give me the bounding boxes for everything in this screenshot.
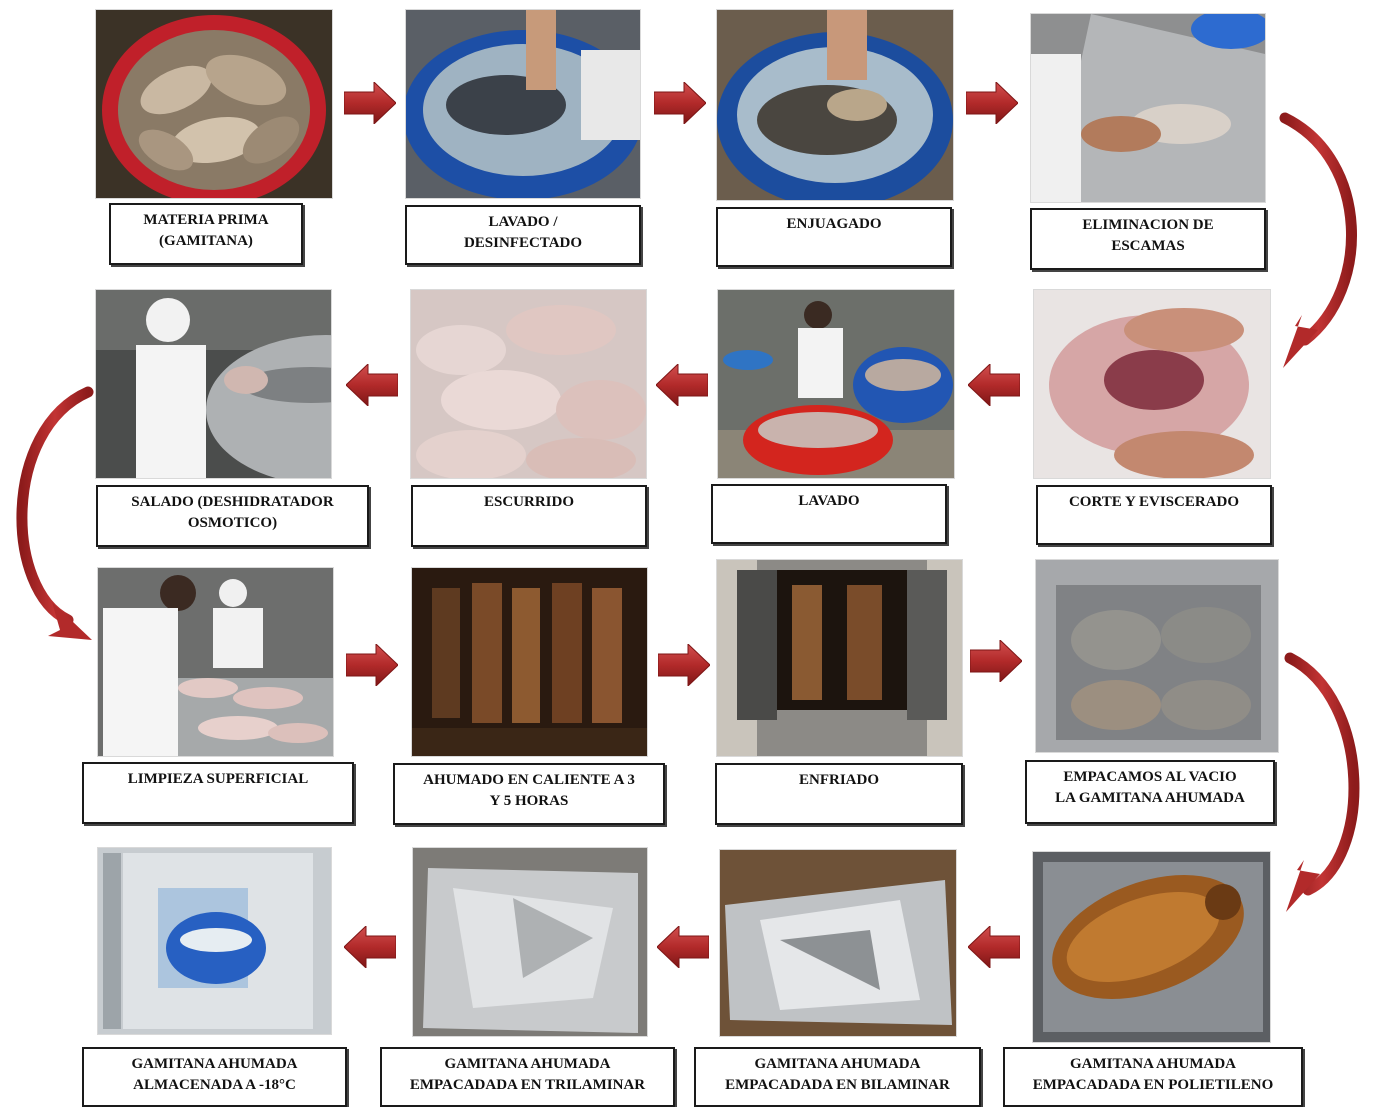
arrow-right-2 <box>654 82 706 124</box>
photo-eliminacion-escamas <box>1031 14 1265 202</box>
arrow-right-6 <box>970 640 1022 682</box>
label-almacenada: GAMITANA AHUMADA ALMACENADA A -18°C <box>82 1047 347 1107</box>
label-empacada-trilaminar: GAMITANA AHUMADA EMPACADADA EN TRILAMINA… <box>380 1047 675 1107</box>
label-empacada-bilaminar: GAMITANA AHUMADA EMPACADADA EN BILAMINAR <box>694 1047 981 1107</box>
photo-enfriado <box>717 560 962 756</box>
label-empacada-polietileno: GAMITANA AHUMADA EMPACADADA EN POLIETILE… <box>1003 1047 1303 1107</box>
photo-salado <box>96 290 331 478</box>
photo-empacada-bilaminar <box>720 850 956 1036</box>
photo-empacamos-vacio <box>1036 560 1278 752</box>
curve-arrow-right-1 <box>1283 118 1352 368</box>
curve-arrow-right-2 <box>1286 658 1354 912</box>
photo-corte-eviscerado <box>1034 290 1270 478</box>
photo-empacada-trilaminar <box>413 848 647 1036</box>
label-enjuagado: ENJUAGADO <box>716 207 952 267</box>
label-lavado: LAVADO <box>711 484 947 544</box>
photo-lavado <box>718 290 954 478</box>
photo-materia-prima <box>96 10 332 198</box>
label-materia-prima: MATERIA PRIMA (GAMITANA) <box>109 203 303 265</box>
label-salado: SALADO (DESHIDRATADOR OSMOTICO) <box>96 485 369 547</box>
label-ahumado: AHUMADO EN CALIENTE A 3 Y 5 HORAS <box>393 763 665 825</box>
curve-arrow-left-1 <box>22 392 92 640</box>
arrow-left-2 <box>656 364 708 406</box>
photo-limpieza-superficial <box>98 568 333 756</box>
arrow-left-4 <box>968 926 1020 968</box>
label-lavado-desinfectado: LAVADO / DESINFECTADO <box>405 205 641 265</box>
arrow-right-4 <box>346 644 398 686</box>
label-escurrido: ESCURRIDO <box>411 485 647 547</box>
arrow-left-6 <box>344 926 396 968</box>
arrow-right-1 <box>344 82 396 124</box>
arrow-left-3 <box>346 364 398 406</box>
photo-almacenada <box>98 848 331 1034</box>
photo-escurrido <box>411 290 646 478</box>
photo-enjuagado <box>717 10 953 200</box>
photo-ahumado <box>412 568 647 756</box>
label-corte-eviscerado: CORTE Y EVISCERADO <box>1036 485 1272 545</box>
arrow-left-1 <box>968 364 1020 406</box>
photo-empacada-polietileno <box>1033 852 1270 1042</box>
label-eliminacion-escamas: ELIMINACION DE ESCAMAS <box>1030 208 1266 270</box>
label-limpieza-superficial: LIMPIEZA SUPERFICIAL <box>82 762 354 824</box>
label-empacamos-vacio: EMPACAMOS AL VACIO LA GAMITANA AHUMADA <box>1025 760 1275 824</box>
arrow-left-5 <box>657 926 709 968</box>
arrow-right-5 <box>658 644 710 686</box>
label-enfriado: ENFRIADO <box>715 763 963 825</box>
photo-lavado-desinfectado <box>406 10 640 198</box>
arrow-right-3 <box>966 82 1018 124</box>
